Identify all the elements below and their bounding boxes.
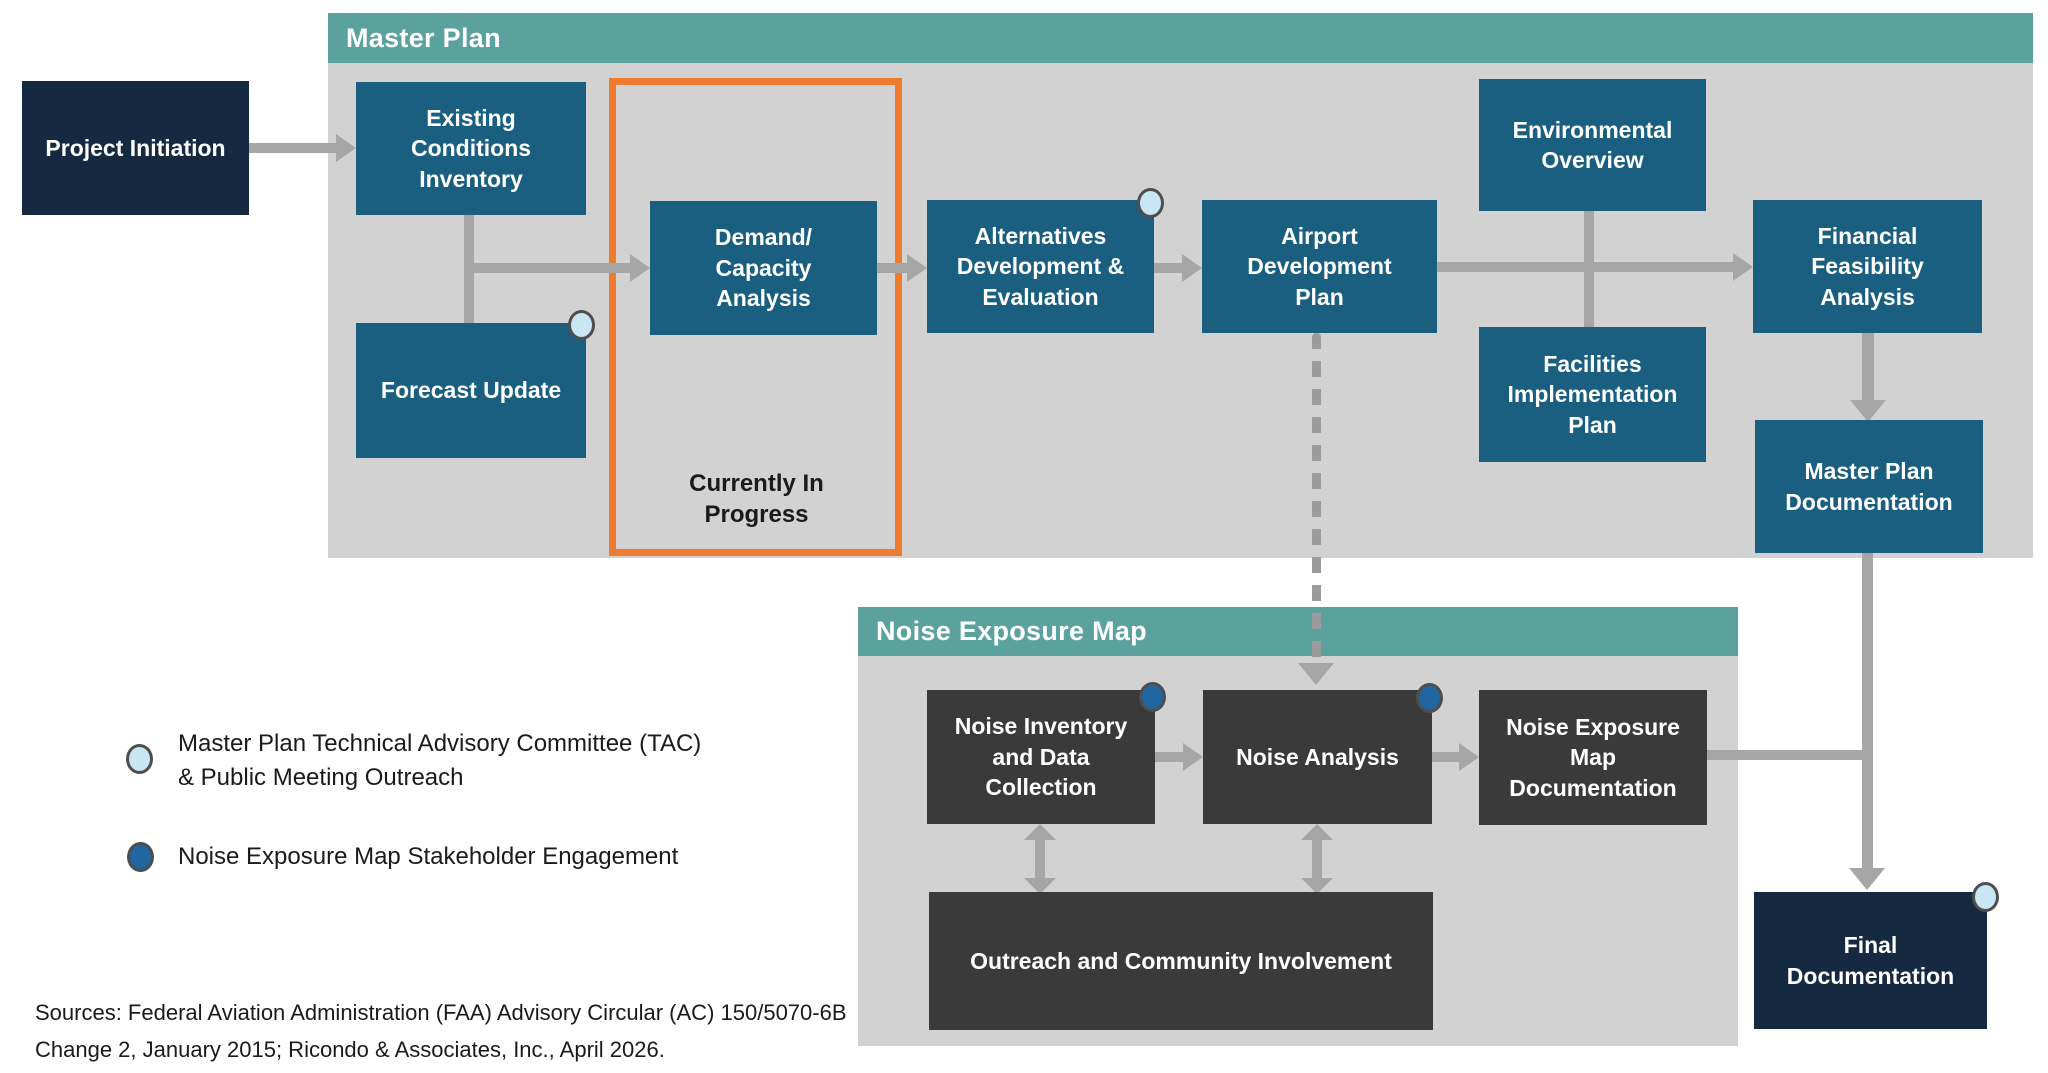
arrow-demand-capacity-to-alternatives xyxy=(877,263,909,273)
project-initiation-box: Project Initiation xyxy=(22,81,249,215)
tac-outreach-marker-icon xyxy=(1972,882,1999,912)
legend-tac-outreach-marker-icon xyxy=(126,744,153,774)
arrowhead-icon xyxy=(1024,824,1056,840)
arrow-alternatives-to-airport-development xyxy=(1154,263,1184,273)
final-documentation-label: Final Documentation xyxy=(1786,932,1955,989)
financial-feasibility-analysis-label: Financial Feasibility Analysis xyxy=(1811,222,1924,310)
noise-analysis-label: Noise Analysis xyxy=(1236,743,1399,770)
noise-inventory-data-collection-label: Noise Inventory and Data Collection xyxy=(954,713,1128,801)
connector-environmental-overview-to-facilities-plan xyxy=(1584,211,1594,327)
arrowhead-icon xyxy=(1849,868,1885,890)
arrow-project-initiation-to-existing-conditions xyxy=(249,143,341,153)
tac-outreach-marker-icon xyxy=(1137,188,1164,218)
arrow-noise-analysis-to-nem-documentation xyxy=(1432,752,1461,762)
double-arrow-noise-inventory-outreach xyxy=(1035,838,1045,882)
outreach-community-involvement-box: Outreach and Community Involvement xyxy=(929,892,1433,1030)
double-arrow-noise-analysis-outreach xyxy=(1312,838,1322,882)
final-documentation-box: Final Documentation xyxy=(1754,892,1987,1029)
existing-conditions-inventory-box: Existing Conditions Inventory xyxy=(356,82,586,215)
facilities-implementation-plan-box: Facilities Implementation Plan xyxy=(1479,327,1706,462)
master-plan-documentation-box: Master Plan Documentation xyxy=(1755,420,1983,553)
environmental-overview-label: Environmental Overview xyxy=(1512,116,1673,173)
noise-exposure-map-documentation-label: Noise Exposure Map Documentation xyxy=(1506,713,1680,801)
dashed-arrow-airport-development-to-noise-analysis xyxy=(1312,333,1321,663)
stakeholder-engagement-marker-icon xyxy=(1416,683,1443,713)
noise-exposure-map-section-header: Noise Exposure Map xyxy=(858,607,1738,656)
noise-analysis-box: Noise Analysis xyxy=(1203,690,1432,824)
currently-in-progress-highlight-frame xyxy=(609,78,902,556)
arrowhead-icon xyxy=(336,134,356,162)
stakeholder-engagement-marker-icon xyxy=(1139,682,1166,712)
arrowhead-icon xyxy=(1182,254,1202,282)
arrowhead-icon xyxy=(1301,824,1333,840)
connector-nem-documentation-to-final-documentation xyxy=(1707,750,1873,760)
outreach-community-involvement-label: Outreach and Community Involvement xyxy=(970,947,1392,974)
master-plan-documentation-label: Master Plan Documentation xyxy=(1785,458,1953,515)
arrowhead-icon xyxy=(1733,253,1753,281)
arrow-branch-to-demand-capacity xyxy=(464,263,632,273)
demand-capacity-analysis-box: Demand/ Capacity Analysis xyxy=(650,201,877,335)
project-initiation-label: Project Initiation xyxy=(45,134,226,161)
arrowhead-icon xyxy=(1298,663,1334,685)
legend-stakeholder-engagement-label: Noise Exposure Map Stakeholder Engagemen… xyxy=(178,843,679,870)
airport-development-plan-box: Airport Development Plan xyxy=(1202,200,1437,333)
demand-capacity-analysis-label: Demand/ Capacity Analysis xyxy=(714,224,813,312)
arrowhead-icon xyxy=(630,254,650,282)
noise-exposure-map-documentation-box: Noise Exposure Map Documentation xyxy=(1479,690,1707,825)
environmental-overview-box: Environmental Overview xyxy=(1479,79,1706,211)
noise-inventory-data-collection-box: Noise Inventory and Data Collection xyxy=(927,690,1155,824)
master-plan-section-header: Master Plan xyxy=(328,13,2033,63)
alternatives-development-evaluation-box: Alternatives Development & Evaluation xyxy=(927,200,1154,333)
airport-development-plan-label: Airport Development Plan xyxy=(1247,222,1392,310)
arrow-noise-inventory-to-noise-analysis xyxy=(1155,752,1185,762)
master-plan-section-title: Master Plan xyxy=(346,22,501,53)
sources-note: Sources: Federal Aviation Administration… xyxy=(35,1000,847,1062)
legend-tac-outreach-label: Master Plan Technical Advisory Committee… xyxy=(178,730,702,791)
arrowhead-icon xyxy=(1183,743,1203,771)
arrowhead-icon xyxy=(1301,878,1333,894)
arrowhead-icon xyxy=(907,254,927,282)
arrow-financial-feasibility-to-master-plan-documentation xyxy=(1862,333,1874,402)
facilities-implementation-plan-label: Facilities Implementation Plan xyxy=(1507,350,1678,438)
arrowhead-icon xyxy=(1024,878,1056,894)
forecast-update-box: Forecast Update xyxy=(356,323,586,458)
financial-feasibility-analysis-box: Financial Feasibility Analysis xyxy=(1753,200,1982,333)
arrowhead-icon xyxy=(1459,743,1479,771)
currently-in-progress-note: Currently In Progress xyxy=(689,470,824,528)
tac-outreach-marker-icon xyxy=(568,310,595,340)
noise-exposure-map-section-title: Noise Exposure Map xyxy=(876,616,1147,646)
existing-conditions-inventory-label: Existing Conditions Inventory xyxy=(410,104,532,192)
arrow-master-plan-documentation-to-final-documentation xyxy=(1862,553,1873,870)
arrowhead-icon xyxy=(1850,400,1886,422)
legend-stakeholder-engagement-marker-icon xyxy=(127,842,154,872)
alternatives-development-evaluation-label: Alternatives Development & Evaluation xyxy=(956,222,1125,310)
forecast-update-label: Forecast Update xyxy=(380,377,562,404)
